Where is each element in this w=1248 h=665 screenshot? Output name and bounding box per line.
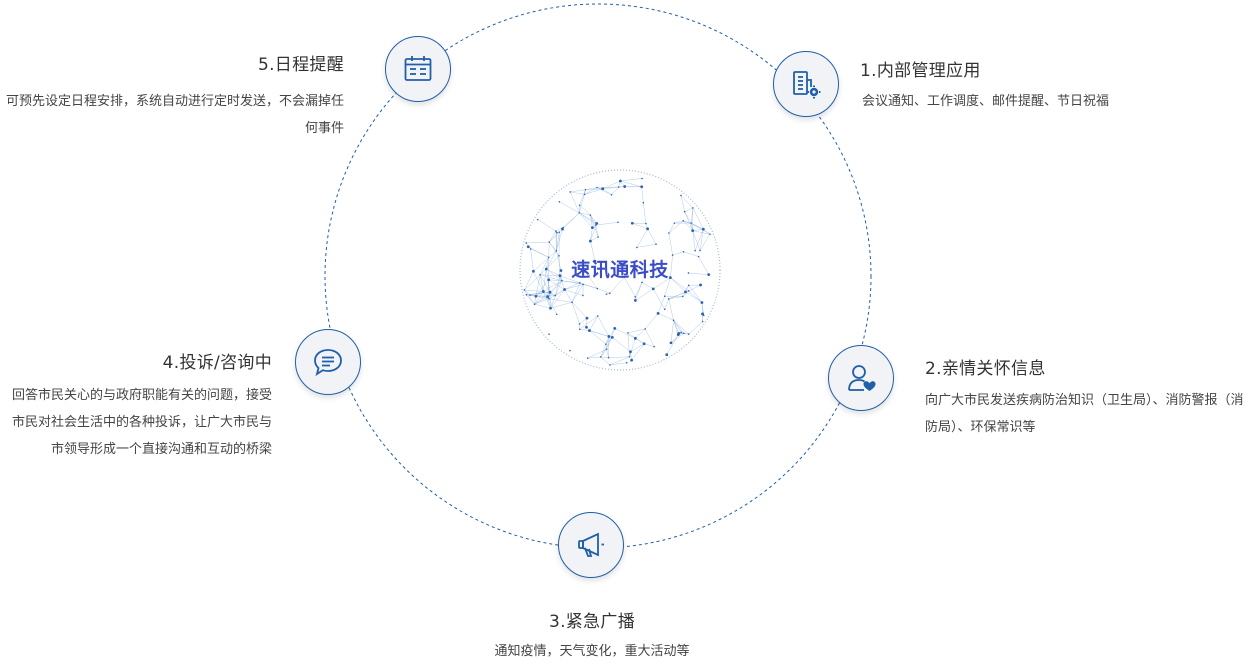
item-2-desc: 向广大市民发送疾病防治知识（卫生局）、消防警报（消防局）、环保常识等 <box>925 387 1247 441</box>
center-label: 速讯通科技 <box>520 255 720 282</box>
megaphone-icon[interactable] <box>558 512 624 578</box>
item-1-title: 1.内部管理应用 <box>860 56 981 81</box>
item-3-desc: 通知疫情，天气变化，重大活动等 <box>440 638 744 665</box>
item-3-title: 3.紧急广播 <box>470 607 714 632</box>
item-1-desc: 会议通知、工作调度、邮件提醒、节日祝福 <box>862 88 1162 115</box>
item-5-title: 5.日程提醒 <box>100 50 344 75</box>
building-gear-icon[interactable] <box>773 51 839 117</box>
item-2-title: 2.亲情关怀信息 <box>925 354 1046 379</box>
item-5-desc: 可预先设定日程安排，系统自动进行定时发送，不会漏掉任何事件 <box>0 88 344 142</box>
user-heart-icon[interactable] <box>828 345 894 411</box>
item-4-desc: 回答市民关心的与政府职能有关的问题，接受市民对社会生活中的各种投诉，让广大市民与… <box>0 382 272 463</box>
item-4-title: 4.投诉/咨询中 <box>40 348 272 373</box>
calendar-icon[interactable] <box>385 36 451 102</box>
chat-bubble-icon[interactable] <box>295 329 361 395</box>
